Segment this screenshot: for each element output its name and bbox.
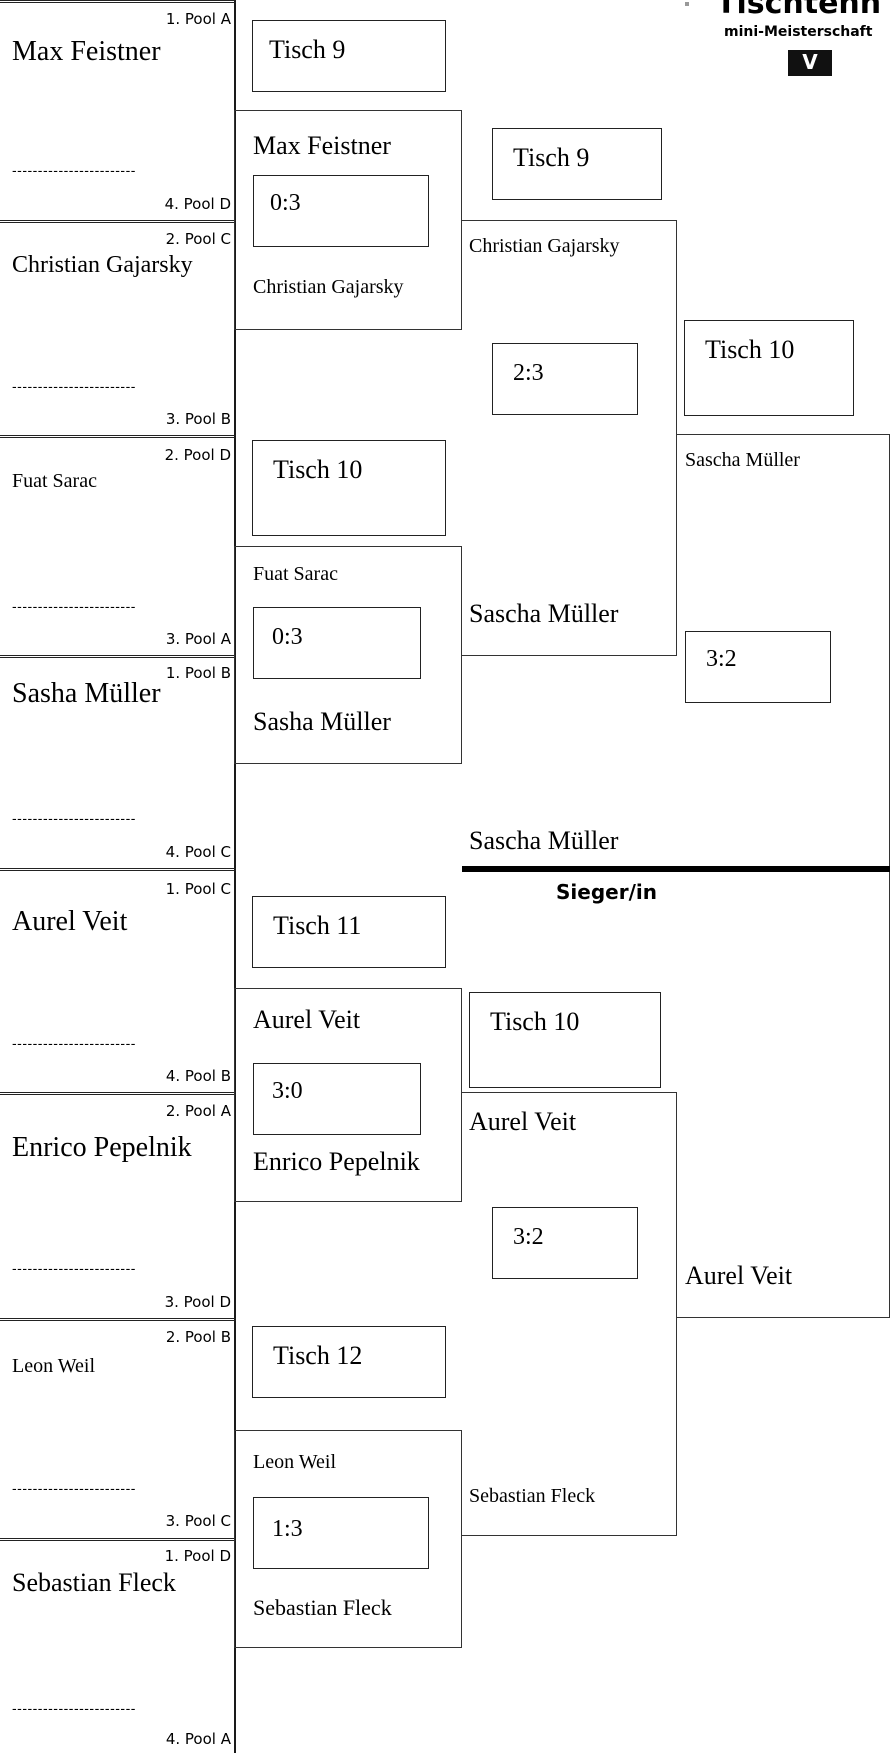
match-top-player: Fuat Sarac xyxy=(253,563,338,585)
match-bottom-player: Sascha Müller xyxy=(469,599,619,628)
score: 3:0 xyxy=(272,1078,303,1104)
match-top-player: Aurel Veit xyxy=(253,1005,361,1034)
round1-separator xyxy=(0,0,236,3)
final-bottom-player: Aurel Veit xyxy=(685,1261,793,1290)
score-box: 3:0 xyxy=(253,1063,421,1135)
match-bracket: Max Feistner 0:3 Christian Gajarsky xyxy=(234,110,462,330)
bye-placeholder: ------------------------ xyxy=(12,598,136,614)
round1-vertical-line xyxy=(234,0,236,1753)
pool-label: 2. Pool B xyxy=(165,1328,231,1346)
player-name: Christian Gajarsky xyxy=(12,252,193,278)
pool-label: 3. Pool B xyxy=(165,410,231,428)
score: 3:2 xyxy=(513,1224,544,1250)
match-bracket: Fuat Sarac 0:3 Sasha Müller xyxy=(234,546,462,764)
round1-separator xyxy=(0,868,236,871)
table-label: Tisch 11 xyxy=(273,911,362,940)
match-bottom-player: Enrico Pepelnik xyxy=(253,1147,420,1176)
final-bracket: Sascha Müller 3:2 Aurel Veit xyxy=(677,434,890,1318)
score: 3:2 xyxy=(706,646,737,672)
pool-label: 2. Pool A xyxy=(165,1102,231,1120)
pool-label: 4. Pool D xyxy=(164,195,231,213)
round1-separator xyxy=(0,220,236,223)
bye-placeholder: ------------------------ xyxy=(12,1260,136,1276)
table-label: Tisch 10 xyxy=(705,335,795,364)
score-box: 2:3 xyxy=(492,343,638,415)
score-box: 3:2 xyxy=(492,1207,638,1279)
match-bottom-player: Christian Gajarsky xyxy=(253,276,404,298)
pool-label: 3. Pool D xyxy=(164,1293,231,1311)
match-bracket: Leon Weil 1:3 Sebastian Fleck xyxy=(234,1430,462,1648)
match-top-player: Max Feistner xyxy=(253,131,391,160)
logo-title: Tischtenn xyxy=(716,0,882,21)
pool-label: 4. Pool B xyxy=(165,1067,231,1085)
pool-label: 3. Pool A xyxy=(165,630,231,648)
logo-mark: V xyxy=(802,50,818,74)
table-box: Tisch 9 xyxy=(252,20,446,92)
logo-dot-icon xyxy=(685,2,689,6)
winner-label: Sieger/in xyxy=(556,880,657,904)
pool-label: 2. Pool D xyxy=(164,446,231,464)
pool-label: 1. Pool A xyxy=(165,10,231,28)
player-name: Aurel Veit xyxy=(12,906,128,937)
player-name: Sasha Müller xyxy=(12,678,161,709)
score-box: 0:3 xyxy=(253,175,429,247)
pool-label: 1. Pool D xyxy=(164,1547,231,1565)
match-top-player: Leon Weil xyxy=(253,1451,336,1473)
score: 0:3 xyxy=(270,190,301,216)
table-label: Tisch 10 xyxy=(490,1007,580,1036)
table-box: Tisch 10 xyxy=(252,440,446,536)
sparkasse-logo-icon: V xyxy=(788,50,832,76)
final-top-player: Sascha Müller xyxy=(685,449,800,471)
table-label: Tisch 10 xyxy=(273,455,363,484)
player-name: Enrico Pepelnik xyxy=(12,1132,192,1163)
table-label: Tisch 12 xyxy=(273,1341,363,1370)
round1-separator xyxy=(0,655,236,658)
score-box: 1:3 xyxy=(253,1497,429,1569)
match-top-player: Christian Gajarsky xyxy=(469,235,620,257)
table-box: Tisch 12 xyxy=(252,1326,446,1398)
round1-separator xyxy=(0,1538,236,1541)
match-bottom-player: Sebastian Fleck xyxy=(469,1485,596,1507)
pool-label: 1. Pool C xyxy=(165,880,231,898)
bye-placeholder: ------------------------ xyxy=(12,1480,136,1496)
player-name: Sebastian Fleck xyxy=(12,1568,176,1597)
score: 2:3 xyxy=(513,360,544,386)
match-top-player: Aurel Veit xyxy=(469,1107,577,1136)
pool-label: 4. Pool A xyxy=(165,1730,231,1748)
bye-placeholder: ------------------------ xyxy=(12,162,136,178)
score-box: 0:3 xyxy=(253,607,421,679)
round1-separator xyxy=(0,435,236,438)
pool-label: 3. Pool C xyxy=(165,1512,231,1530)
round1-separator xyxy=(0,1318,236,1321)
bye-placeholder: ------------------------ xyxy=(12,1035,136,1051)
pool-label: 2. Pool C xyxy=(165,230,231,248)
score: 0:3 xyxy=(272,624,303,650)
match-bottom-player: Sebastian Fleck xyxy=(253,1595,392,1620)
match-bracket: Christian Gajarsky 2:3 Sascha Müller xyxy=(462,220,677,656)
table-box: Tisch 11 xyxy=(252,896,446,968)
player-name: Leon Weil xyxy=(12,1355,95,1377)
bye-placeholder: ------------------------ xyxy=(12,378,136,394)
table-label: Tisch 9 xyxy=(269,35,346,64)
match-bottom-player: Sasha Müller xyxy=(253,707,391,736)
logo-subtitle: mini-Meisterschaft xyxy=(724,24,873,40)
pool-label: 4. Pool C xyxy=(165,843,231,861)
bye-placeholder: ------------------------ xyxy=(12,810,136,826)
table-box: Tisch 10 xyxy=(684,320,854,416)
match-bracket: Aurel Veit 3:2 Sebastian Fleck xyxy=(462,1092,677,1536)
winner-name: Sascha Müller xyxy=(469,826,619,855)
table-box: Tisch 10 xyxy=(469,992,661,1088)
bye-placeholder: ------------------------ xyxy=(12,1700,136,1716)
score-box: 3:2 xyxy=(685,631,831,703)
pool-label: 1. Pool B xyxy=(165,664,231,682)
table-box: Tisch 9 xyxy=(492,128,662,200)
score: 1:3 xyxy=(272,1516,303,1542)
player-name: Max Feistner xyxy=(12,36,161,67)
match-bracket: Aurel Veit 3:0 Enrico Pepelnik xyxy=(234,988,462,1202)
round1-separator xyxy=(0,1092,236,1095)
table-label: Tisch 9 xyxy=(513,143,590,172)
winner-line xyxy=(462,866,890,872)
player-name: Fuat Sarac xyxy=(12,470,97,492)
